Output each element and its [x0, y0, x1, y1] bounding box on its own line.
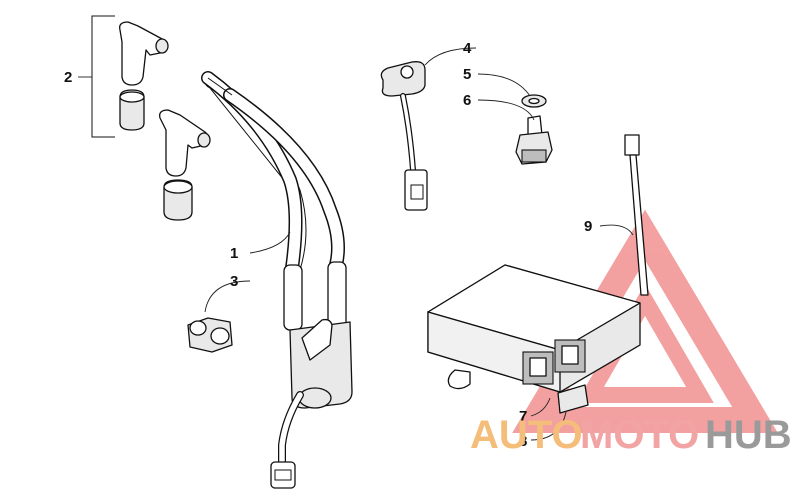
- boot-cap-upper: [119, 89, 145, 131]
- watermark-hub: HUB: [705, 413, 792, 457]
- leader-lines: [204, 47, 634, 441]
- callout-6: 6: [463, 92, 471, 109]
- callout-4: 4: [463, 40, 472, 57]
- callout-3: 3: [230, 273, 238, 290]
- ignition-coil: [201, 71, 353, 489]
- washer: [521, 94, 547, 108]
- spark-plug-boot-upper: [119, 21, 169, 86]
- boot-cap-lower: [163, 179, 193, 221]
- watermark-auto: AUTO: [470, 413, 583, 457]
- temperature-sensor: [515, 115, 553, 165]
- watermark-moto: MOTO: [580, 413, 699, 457]
- sensor-with-lead: [380, 61, 428, 211]
- wire-clip: [187, 317, 233, 353]
- bracket-2: [78, 15, 115, 138]
- module-pad: [557, 384, 589, 414]
- callout-2: 2: [64, 69, 72, 86]
- callout-7: 7: [519, 408, 527, 425]
- spark-plug-boot-lower: [159, 109, 211, 177]
- callout-8: 8: [519, 433, 527, 450]
- callout-9: 9: [584, 218, 592, 235]
- callout-1: 1: [230, 245, 238, 262]
- cable-tie: [624, 134, 649, 296]
- callout-5: 5: [463, 66, 471, 83]
- watermark-text: AUTO MOTO HUB: [470, 413, 792, 457]
